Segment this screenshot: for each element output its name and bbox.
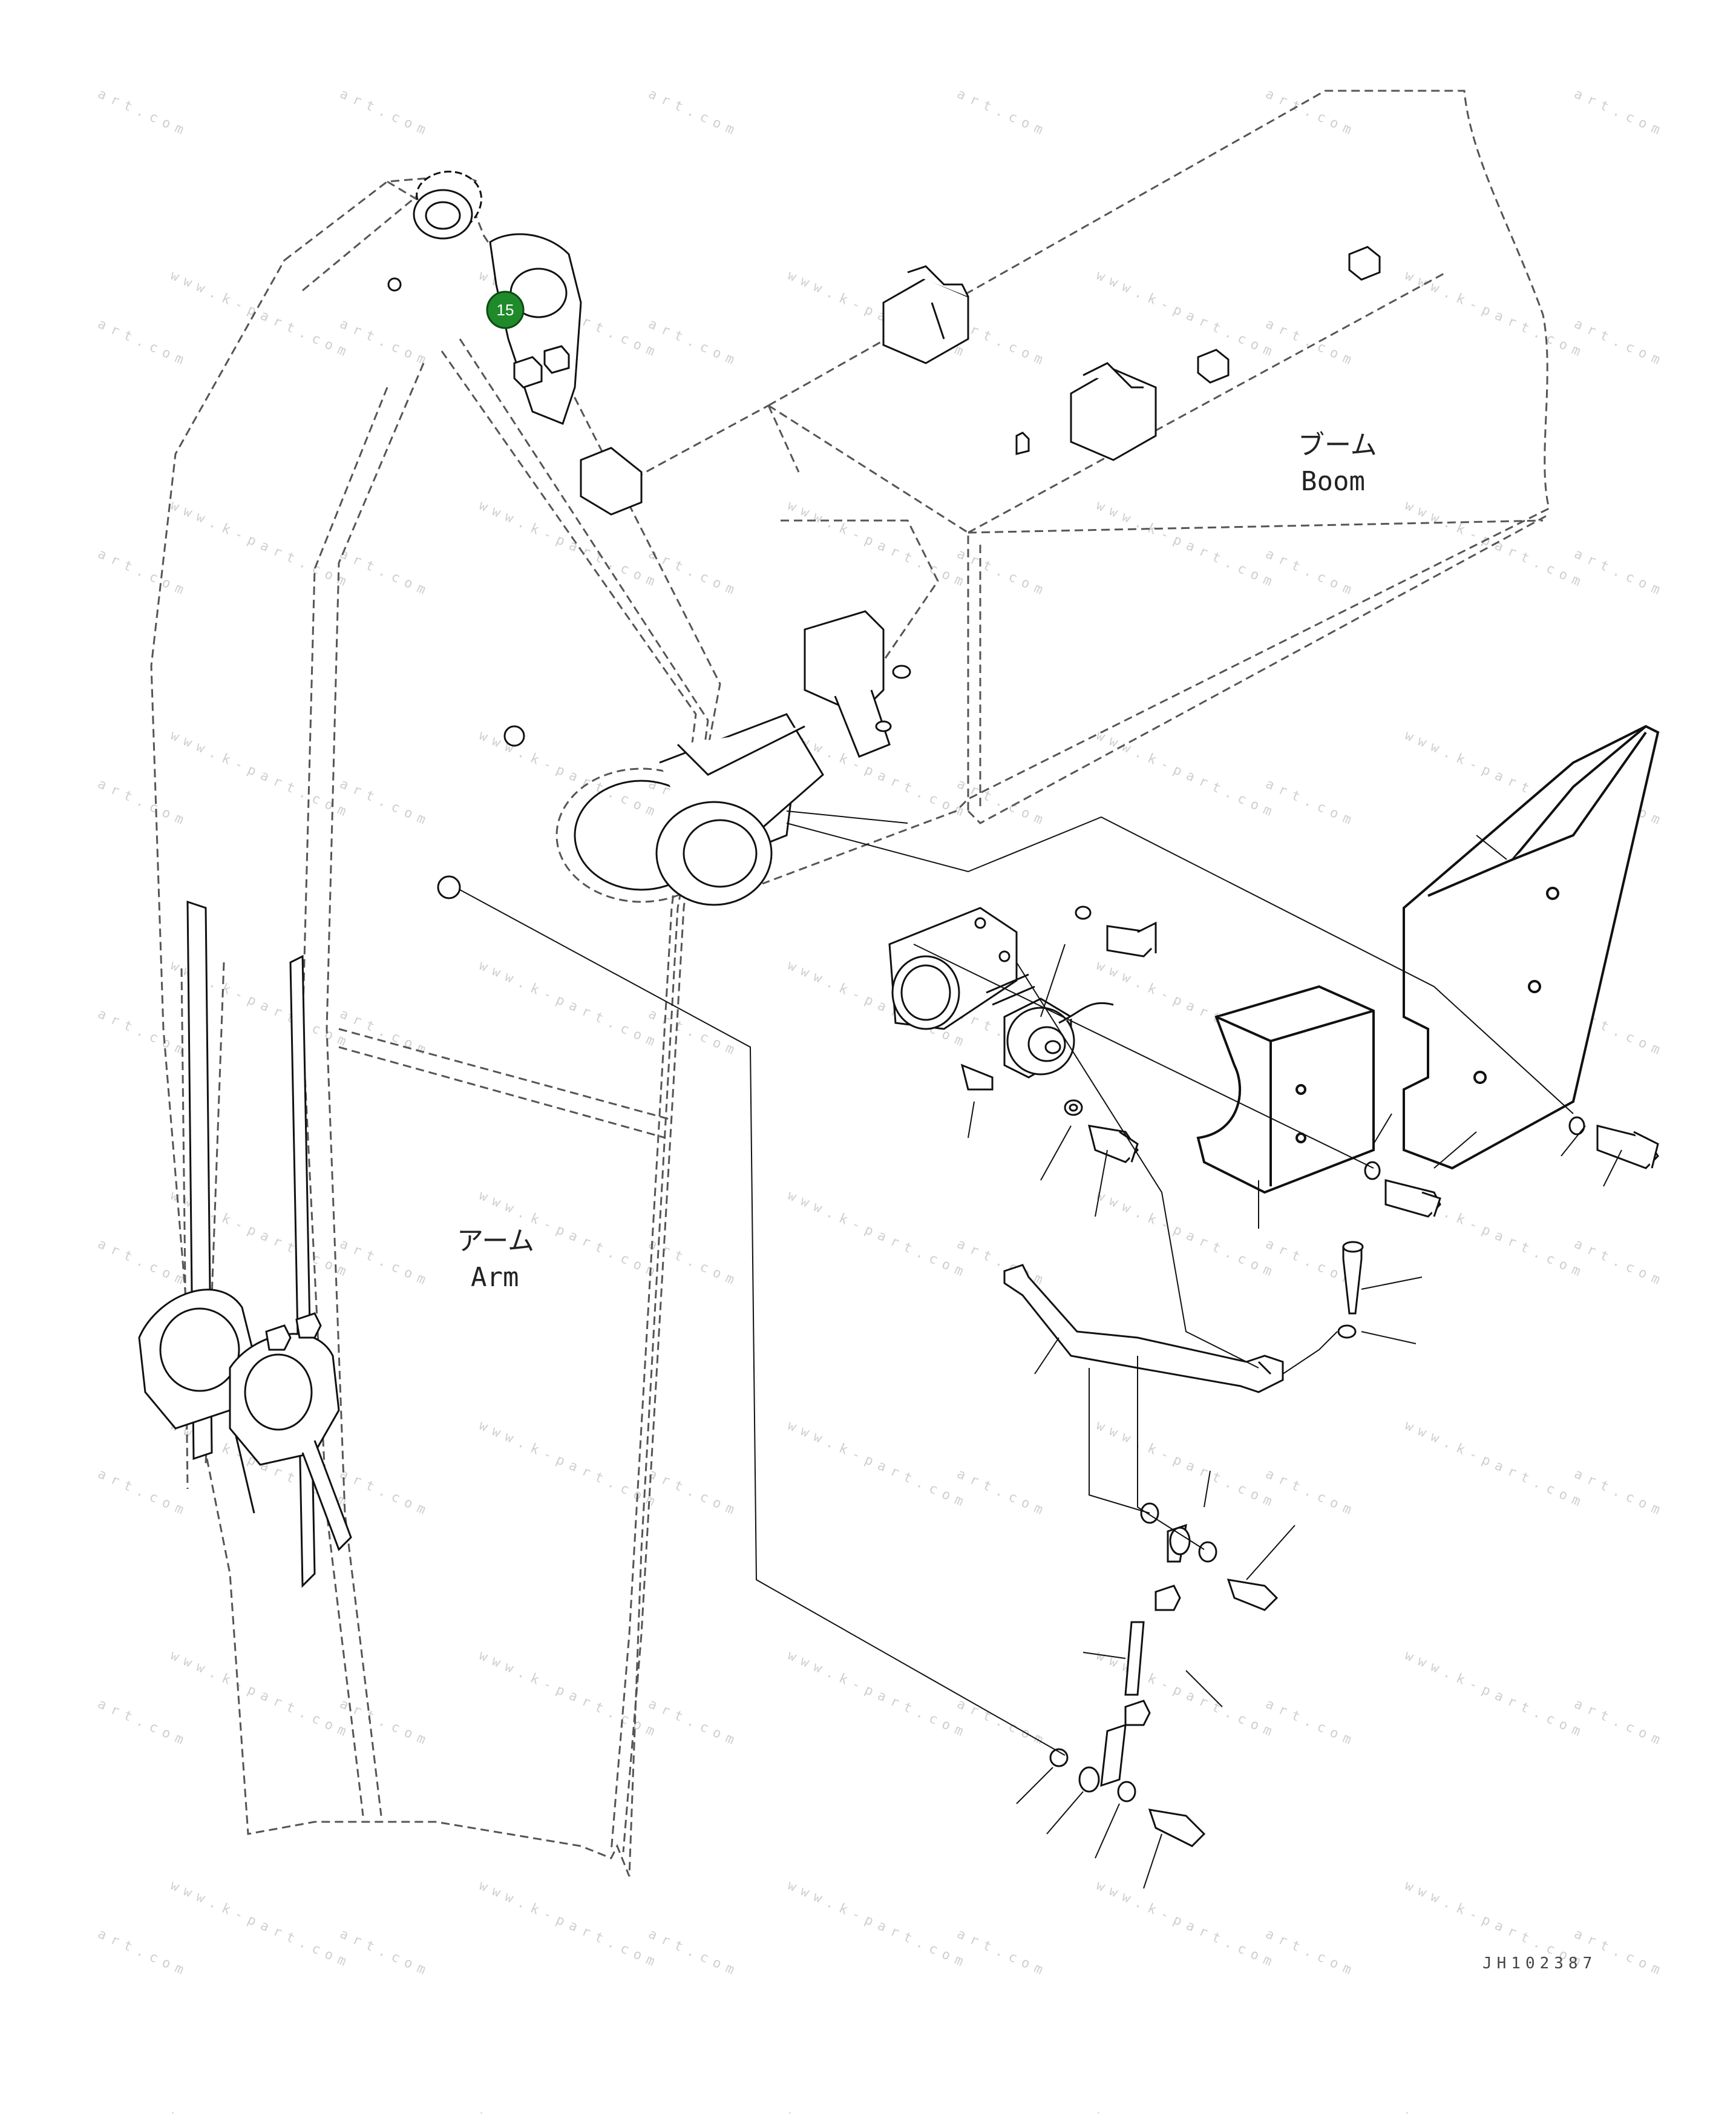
watermark-text: www.k-part.com <box>1403 2108 1588 2114</box>
watermark-text: art.com <box>338 317 434 370</box>
watermark-text: art.com <box>1263 547 1360 600</box>
cover-large <box>1403 724 1660 1170</box>
watermark-text: art.com <box>96 1237 192 1290</box>
watermark-text: www.k-part.com <box>477 498 663 592</box>
boom-outline <box>623 90 1550 885</box>
watermark-text: www.k-part.com <box>168 1648 354 1742</box>
watermark-text: art.com <box>1572 317 1668 370</box>
watermark-text: art.com <box>646 547 742 600</box>
boom-label-en: Boom <box>1301 466 1365 497</box>
watermark-text: art.com <box>1572 1237 1668 1290</box>
watermark-text: art.com <box>646 1697 742 1750</box>
watermark-text: art.com <box>96 1007 192 1060</box>
watermark-text: art.com <box>96 1467 192 1520</box>
watermark-text: art.com <box>338 547 434 600</box>
watermark-text: www.k-part.com <box>1094 1418 1280 1512</box>
watermark-text: www.k-part.com <box>785 1878 971 1972</box>
watermark-text: www.k-part.com <box>168 1878 354 1972</box>
watermark-text: art.com <box>1263 777 1360 830</box>
watermark-text: art.com <box>646 1467 742 1520</box>
rod-end-assembly <box>1049 1502 1279 1847</box>
watermark-text: art.com <box>955 1467 1051 1520</box>
watermark-text: www.k-part.com <box>1094 2108 1280 2114</box>
watermark-text: www.k-part.com <box>785 498 971 592</box>
arm-top-boss <box>387 171 582 425</box>
callout-15[interactable]: 15 <box>486 291 525 329</box>
leader-lines <box>459 810 1622 1889</box>
watermark-text: art.com <box>1572 87 1668 140</box>
arm-lower-brackets <box>138 900 352 1588</box>
watermark-text: art.com <box>955 1927 1051 1980</box>
watermark-text: www.k-part.com <box>1094 268 1280 362</box>
watermark-text: www.k-part.com <box>168 498 354 592</box>
watermark-text: www.k-part.com <box>1094 1878 1280 1972</box>
watermark-text: www.k-part.com <box>477 2108 663 2114</box>
watermark-text: www.k-part.com <box>477 958 663 1052</box>
watermark-text: www.k-part.com <box>785 1188 971 1282</box>
watermark-text: www.k-part.com <box>1094 728 1280 822</box>
watermark-text: art.com <box>1263 317 1360 370</box>
watermark-text: art.com <box>646 1927 742 1980</box>
watermark-text: art.com <box>338 1237 434 1290</box>
watermark-text: www.k-part.com <box>1094 1188 1280 1282</box>
watermark-text: www.k-part.com <box>168 728 354 822</box>
watermark-text: www.k-part.com <box>168 2108 354 2114</box>
boom-brackets <box>580 246 1381 516</box>
watermark-text: art.com <box>338 1927 434 1980</box>
watermark-text: www.k-part.com <box>1403 1648 1588 1742</box>
watermark-text: art.com <box>1572 1697 1668 1750</box>
watermark-text: art.com <box>646 317 742 370</box>
cover-middle <box>1196 985 1375 1194</box>
watermark-text: art.com <box>338 87 434 140</box>
watermark-text: art.com <box>338 1467 434 1520</box>
watermark-text: www.k-part.com <box>785 2108 971 2114</box>
watermark-text: www.k-part.com <box>477 1878 663 1972</box>
drawing-code: JH102387 <box>1482 1954 1597 1973</box>
watermark-text: art.com <box>96 777 192 830</box>
watermark-text: art.com <box>646 87 742 140</box>
watermark-text: www.k-part.com <box>477 1648 663 1742</box>
boom-label-jp: ブーム <box>1298 430 1377 461</box>
watermark-text: art.com <box>1572 1467 1668 1520</box>
watermark-text: www.k-part.com <box>1403 498 1588 592</box>
watermark-text: art.com <box>96 1927 192 1980</box>
watermark-text: art.com <box>96 317 192 370</box>
watermark-text: art.com <box>646 1007 742 1060</box>
arm-top-fittings <box>513 345 570 389</box>
watermark-text: art.com <box>646 1237 742 1290</box>
part-labels: ブーム Boom アーム Arm JH102387 <box>457 430 1597 1973</box>
angle-sensor <box>960 997 1114 1091</box>
watermark-text: art.com <box>955 1697 1051 1750</box>
watermark-text: www.k-part.com <box>1403 1418 1588 1512</box>
watermark-text: www.k-part.com <box>1094 498 1280 592</box>
watermark-text: art.com <box>1572 547 1668 600</box>
watermark-text: art.com <box>955 1237 1051 1290</box>
callout-number[interactable]: 15 <box>497 301 514 319</box>
arm-label-en: Arm <box>471 1262 519 1293</box>
watermark-text: www.k-part.com <box>168 268 354 362</box>
watermark-text: art.com <box>96 1697 192 1750</box>
watermark-text: art.com <box>1263 1927 1360 1980</box>
watermark-text: www.k-part.com <box>477 1418 663 1512</box>
watermark-text: art.com <box>96 547 192 600</box>
watermark-text: art.com <box>1263 87 1360 140</box>
arm-boom-joint <box>437 713 824 906</box>
linkage-rod <box>1003 1264 1284 1393</box>
watermark-text: art.com <box>1263 1467 1360 1520</box>
watermark-text: art.com <box>338 777 434 830</box>
watermark-text: art.com <box>96 87 192 140</box>
watermark-text: art.com <box>955 87 1051 140</box>
arm-label-jp: アーム <box>457 1226 534 1257</box>
watermark-text: art.com <box>1263 1697 1360 1750</box>
watermark-text: www.k-part.com <box>477 728 663 822</box>
watermark-text: www.k-part.com <box>785 1648 971 1742</box>
sensor-bracket <box>888 907 1035 1030</box>
callout-marker[interactable] <box>486 291 525 329</box>
watermark-text: www.k-part.com <box>785 1418 971 1512</box>
